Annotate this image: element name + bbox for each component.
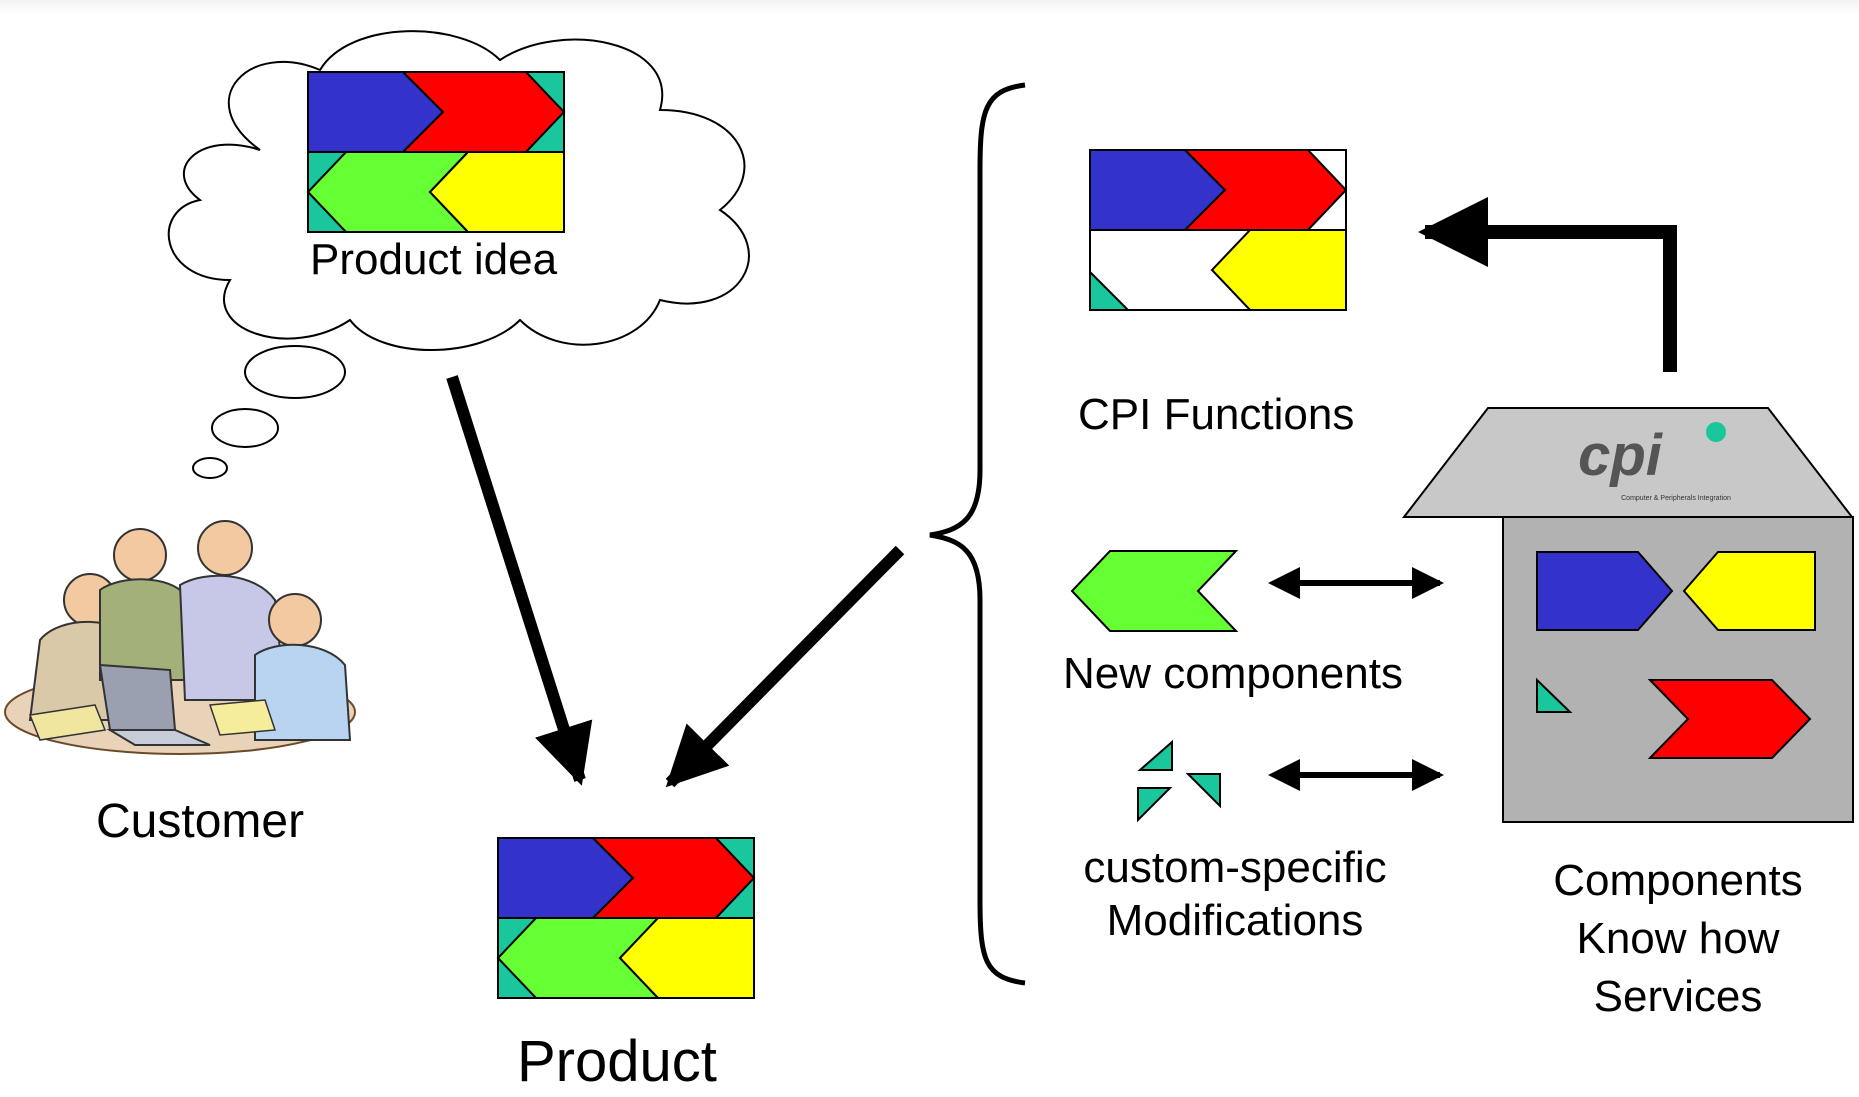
arrows [446, 197, 1677, 791]
cpi-house [1401, 407, 1855, 823]
cpi-logo: cpi Computer & Peripherals Integration [1578, 422, 1731, 502]
arrow-idea-to-product [446, 375, 593, 786]
label-house-services: Components Know how Services [1500, 852, 1856, 1026]
label-custom-specific-line2: Modifications [1106, 895, 1364, 945]
double-arrow-modifications-head-right [1412, 759, 1444, 791]
cpi-logo-tagline: Computer & Peripherals Integration [1621, 495, 1731, 502]
product-block [496, 837, 756, 999]
curly-brace [929, 82, 1026, 986]
label-custom-specific-line1: custom-specific [1083, 843, 1387, 892]
label-house-line2: Know how [1576, 914, 1780, 964]
label-house-line1: Components [1553, 856, 1803, 905]
double-arrow-modifications-head-left [1268, 759, 1300, 791]
label-product: Product [517, 1029, 717, 1094]
customer-illustration [4, 520, 356, 755]
modification-shapes [1137, 739, 1221, 823]
product-idea-block [306, 71, 566, 233]
label-custom-specific: custom-specific Modifications [1060, 842, 1410, 948]
cpi-functions-block [1089, 149, 1348, 311]
label-house-line3: Services [1593, 972, 1763, 1022]
label-cpi-functions: CPI Functions [1078, 390, 1355, 439]
label-product-idea: Product idea [310, 235, 558, 284]
double-arrow-components-head-right [1412, 567, 1444, 599]
cpi-logo-text: cpi [1578, 423, 1664, 488]
arrow-cpi-to-product [665, 545, 905, 788]
label-new-components: New components [1063, 649, 1403, 698]
double-arrow-components-head-left [1268, 567, 1300, 599]
new-component-shape [1070, 550, 1239, 632]
label-customer: Customer [96, 795, 305, 848]
arrow-house-to-cpi [1418, 197, 1677, 372]
cpi-logo-dot [1706, 422, 1726, 442]
